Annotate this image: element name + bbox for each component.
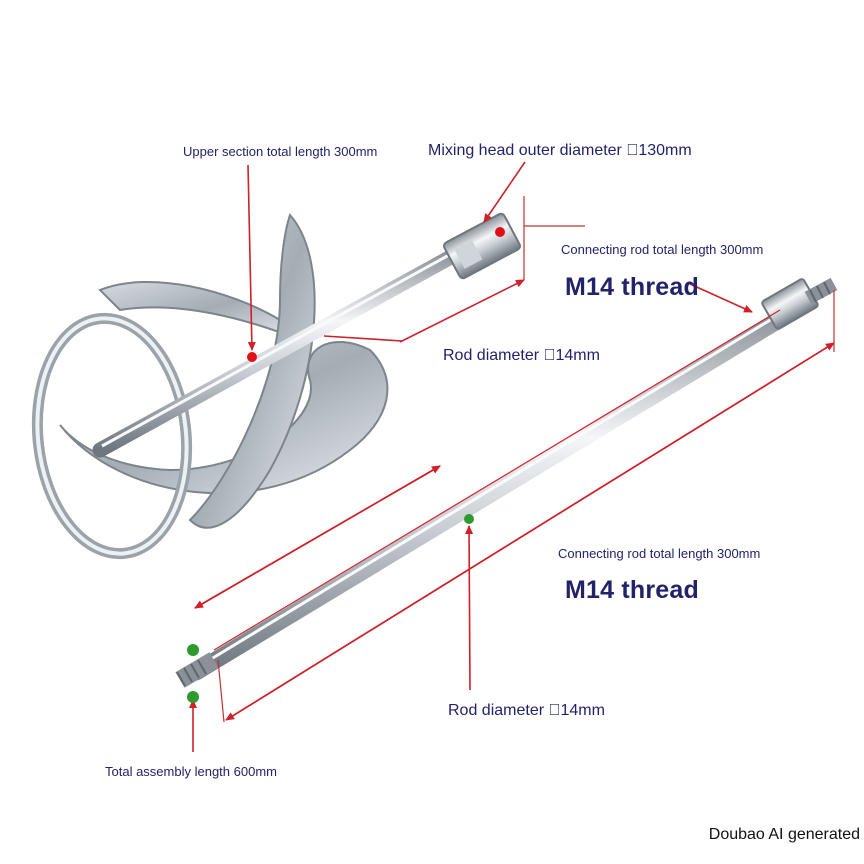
total-assembly-label: Total assembly length 600mm xyxy=(105,764,277,779)
vertical-blade xyxy=(188,213,316,529)
rod-diameter-bottom-arrow xyxy=(465,525,474,691)
m14-top-arrow xyxy=(689,283,753,313)
annotation-arrows xyxy=(189,161,835,752)
m14-thread-bottom-label: M14 thread xyxy=(565,576,699,604)
connecting-rod-bottom-label: Connecting rod total length 300mm xyxy=(558,546,761,561)
mixing-head xyxy=(31,212,521,560)
rod-diameter-bottom-label: Rod diameter  14mm xyxy=(448,702,605,719)
hex-coupling xyxy=(443,212,521,280)
marker-red-shaft xyxy=(247,352,257,362)
connecting-rod-top-label: Connecting rod total length 300mm xyxy=(561,242,764,257)
upper-section-arrow xyxy=(247,164,256,351)
upper-section-label: Upper section total length 300mm xyxy=(183,144,378,159)
marker-green-rod xyxy=(464,514,474,524)
marker-red-coupling xyxy=(495,227,505,237)
head-diameter-arrow xyxy=(483,161,526,223)
top-hex-nut xyxy=(761,277,838,330)
bottom-thread xyxy=(175,652,219,688)
head-diameter-label: Mixing head outer diameter  130mm xyxy=(428,142,692,159)
m14-thread-top-label: M14 thread xyxy=(565,273,699,301)
lower-blade xyxy=(59,340,389,495)
marker-green-thread-bottom xyxy=(187,691,199,703)
marker-green-thread-top xyxy=(187,644,199,656)
upper-length-arrow xyxy=(399,279,525,343)
watermark: Doubao AI generated xyxy=(708,826,860,843)
upper-shaft xyxy=(92,244,468,458)
rod-diameter-top-label: Rod diameter  14mm xyxy=(443,347,600,364)
